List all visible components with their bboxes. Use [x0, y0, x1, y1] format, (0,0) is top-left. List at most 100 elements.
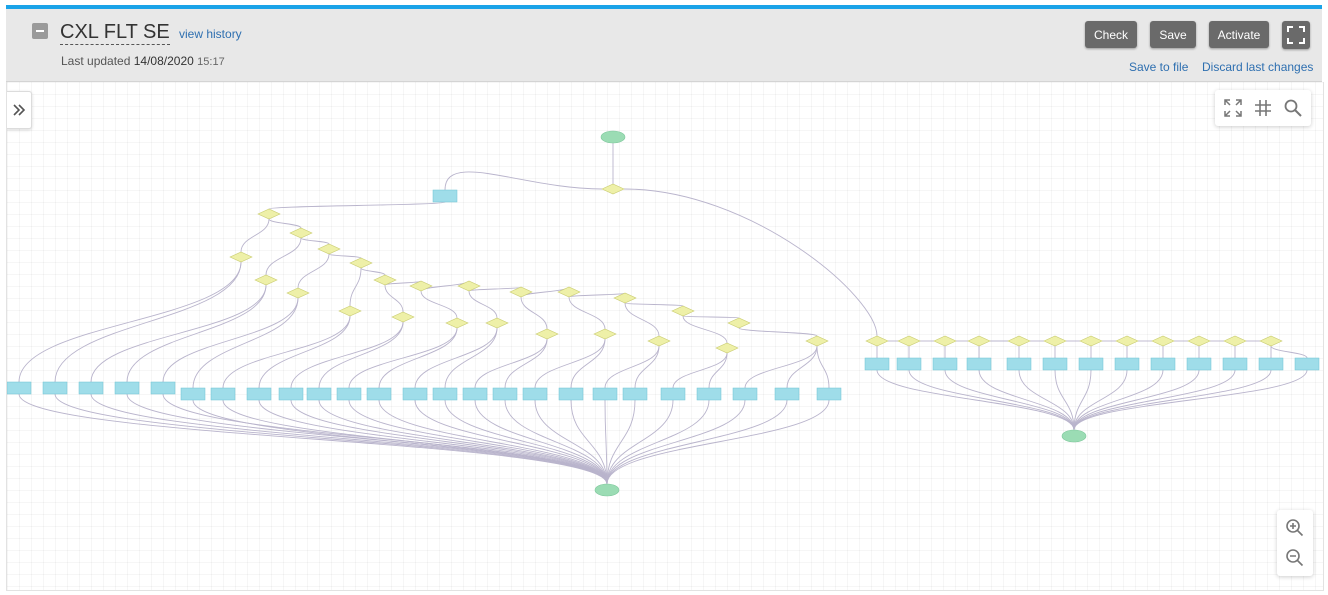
- decision-node[interactable]: [254, 274, 278, 286]
- action-node[interactable]: [932, 357, 958, 371]
- save-button[interactable]: Save: [1150, 21, 1196, 48]
- action-node[interactable]: [366, 387, 392, 401]
- action-node[interactable]: [1114, 357, 1140, 371]
- decision-node[interactable]: [485, 317, 509, 329]
- flow-title[interactable]: CXL FLT SE: [60, 21, 170, 45]
- decision-node[interactable]: [445, 317, 469, 329]
- action-node[interactable]: [816, 387, 842, 401]
- decision-node[interactable]: [1043, 335, 1067, 347]
- action-node[interactable]: [696, 387, 722, 401]
- decision-node[interactable]: [613, 292, 637, 304]
- decision-node[interactable]: [457, 280, 481, 292]
- zoom-out-icon[interactable]: [1285, 548, 1305, 568]
- edge-connector: [624, 302, 684, 307]
- decision-node[interactable]: [349, 257, 373, 269]
- action-node[interactable]: [864, 357, 890, 371]
- decision-node[interactable]: [409, 280, 433, 292]
- decision-node[interactable]: [671, 305, 695, 317]
- grid-hash-icon[interactable]: [1253, 98, 1273, 118]
- end-node[interactable]: [594, 483, 620, 497]
- action-node[interactable]: [462, 387, 488, 401]
- flow-canvas[interactable]: [6, 82, 1324, 591]
- action-node[interactable]: [1006, 357, 1032, 371]
- decision-node[interactable]: [897, 335, 921, 347]
- action-node[interactable]: [306, 387, 332, 401]
- decision-node[interactable]: [535, 328, 559, 340]
- decision-node[interactable]: [1151, 335, 1175, 347]
- action-node[interactable]: [246, 387, 272, 401]
- decision-node[interactable]: [509, 286, 533, 298]
- collapse-icon[interactable]: [32, 23, 48, 39]
- decision-node[interactable]: [1115, 335, 1139, 347]
- action-node[interactable]: [660, 387, 686, 401]
- action-node[interactable]: [558, 387, 584, 401]
- fullscreen-button[interactable]: [1282, 21, 1310, 49]
- decision-node[interactable]: [727, 317, 751, 329]
- decision-node[interactable]: [1007, 335, 1031, 347]
- action-node[interactable]: [42, 381, 68, 395]
- action-node[interactable]: [336, 387, 362, 401]
- action-node[interactable]: [896, 357, 922, 371]
- sidebar-toggle[interactable]: [7, 91, 32, 129]
- end-node[interactable]: [1061, 429, 1087, 443]
- decision-node[interactable]: [229, 251, 253, 263]
- action-node[interactable]: [402, 387, 428, 401]
- search-icon[interactable]: [1283, 98, 1303, 118]
- decision-node[interactable]: [257, 208, 281, 220]
- flow-graph[interactable]: [7, 82, 1323, 590]
- action-node[interactable]: [78, 381, 104, 395]
- decision-node[interactable]: [967, 335, 991, 347]
- action-node[interactable]: [1222, 357, 1248, 371]
- action-node[interactable]: [522, 387, 548, 401]
- action-node[interactable]: [432, 387, 458, 401]
- fit-to-screen-icon[interactable]: [1223, 98, 1243, 118]
- decision-node[interactable]: [647, 335, 671, 347]
- action-node[interactable]: [1150, 357, 1176, 371]
- edge-connector: [384, 284, 404, 313]
- decision-node[interactable]: [715, 342, 739, 354]
- decision-node[interactable]: [601, 183, 625, 195]
- action-node[interactable]: [432, 189, 458, 203]
- action-node[interactable]: [966, 357, 992, 371]
- action-node[interactable]: [1258, 357, 1284, 371]
- action-node[interactable]: [210, 387, 236, 401]
- action-node[interactable]: [278, 387, 304, 401]
- action-node[interactable]: [1186, 357, 1212, 371]
- decision-node[interactable]: [286, 287, 310, 299]
- decision-node[interactable]: [1259, 335, 1283, 347]
- zoom-in-icon[interactable]: [1285, 518, 1305, 538]
- activate-button[interactable]: Activate: [1209, 21, 1269, 48]
- action-node[interactable]: [732, 387, 758, 401]
- decision-node[interactable]: [1079, 335, 1103, 347]
- decision-node[interactable]: [933, 335, 957, 347]
- action-node[interactable]: [622, 387, 648, 401]
- decision-node[interactable]: [1187, 335, 1211, 347]
- edge-connector: [290, 321, 404, 389]
- action-node[interactable]: [1078, 357, 1104, 371]
- decision-node[interactable]: [391, 311, 415, 323]
- check-button[interactable]: Check: [1085, 21, 1137, 48]
- decision-node[interactable]: [338, 305, 362, 317]
- decision-node[interactable]: [557, 286, 581, 298]
- action-node[interactable]: [180, 387, 206, 401]
- action-node[interactable]: [114, 381, 140, 395]
- decision-node[interactable]: [317, 243, 341, 255]
- decision-node[interactable]: [1223, 335, 1247, 347]
- save-to-file-link[interactable]: Save to file: [1129, 60, 1189, 74]
- action-node[interactable]: [150, 381, 176, 395]
- discard-changes-link[interactable]: Discard last changes: [1202, 60, 1314, 74]
- start-node[interactable]: [600, 130, 626, 144]
- action-node[interactable]: [7, 381, 32, 395]
- edge-connector: [570, 399, 608, 485]
- action-node[interactable]: [774, 387, 800, 401]
- decision-node[interactable]: [373, 274, 397, 286]
- action-node[interactable]: [1042, 357, 1068, 371]
- action-node[interactable]: [492, 387, 518, 401]
- decision-node[interactable]: [805, 335, 829, 347]
- action-node[interactable]: [1294, 357, 1320, 371]
- decision-node[interactable]: [289, 227, 313, 239]
- decision-node[interactable]: [865, 335, 889, 347]
- action-node[interactable]: [592, 387, 618, 401]
- decision-node[interactable]: [593, 328, 617, 340]
- view-history-link[interactable]: view history: [179, 27, 242, 41]
